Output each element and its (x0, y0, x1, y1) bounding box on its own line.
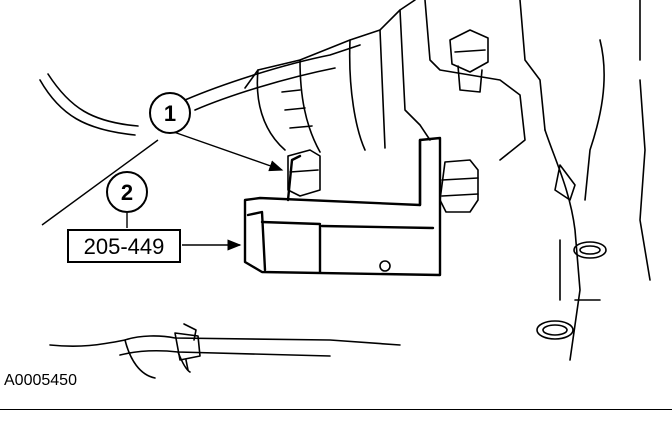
callout-2-number: 2 (121, 180, 133, 205)
engine-housing (244, 0, 651, 361)
callout-2-reference-line (41, 139, 159, 226)
bottom-divider (0, 409, 672, 410)
upper-hose (39, 44, 361, 136)
upper-bolt (449, 29, 489, 93)
tool-number-label: 205-449 (84, 234, 165, 259)
figure-id: A0005450 (4, 372, 77, 389)
seal-ring-lower (536, 320, 574, 340)
seal-ring-upper (573, 241, 607, 259)
sensor-bracket (243, 136, 442, 277)
mounting-bolt-left (287, 149, 321, 197)
hose-clamp (174, 323, 201, 371)
tool-number-box: 205-449 (67, 229, 181, 263)
lower-coolant-hose (49, 335, 401, 379)
mounting-bolt-right (439, 159, 479, 213)
callout-1-number: 1 (164, 101, 176, 126)
callout-1: 1 (149, 92, 191, 134)
callout-1-leader (167, 129, 284, 172)
callout-2: 2 (106, 171, 148, 213)
